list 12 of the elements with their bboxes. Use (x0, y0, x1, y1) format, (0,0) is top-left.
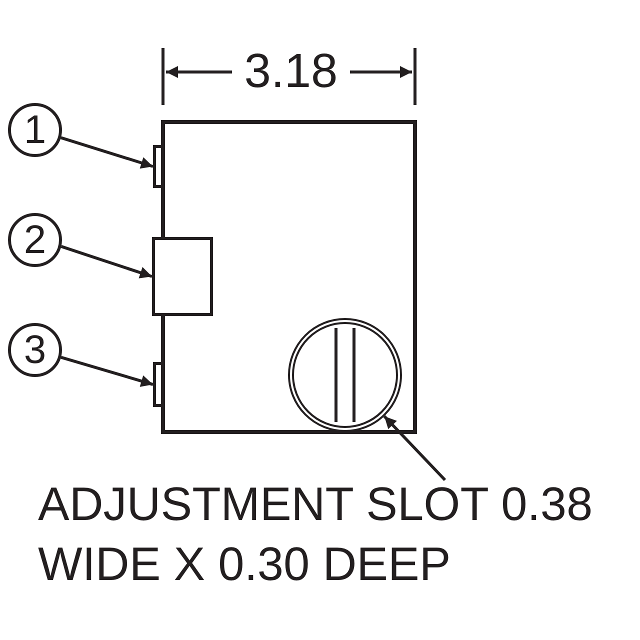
center-terminal (152, 237, 213, 316)
leader-line (383, 415, 446, 482)
note-text: ADJUSTMENT SLOT 0.38 WIDE X 0.30 DEEP (38, 474, 638, 600)
leader-line (60, 136, 154, 169)
pin-terminal (153, 145, 164, 188)
dimension-label: 3.18 (243, 46, 339, 98)
callout-number: 2 (8, 213, 62, 267)
leader-line (60, 356, 154, 387)
pin-terminal (153, 362, 164, 407)
leader-line (60, 245, 152, 278)
callout-number: 3 (8, 323, 62, 377)
callout-number: 1 (8, 103, 62, 157)
